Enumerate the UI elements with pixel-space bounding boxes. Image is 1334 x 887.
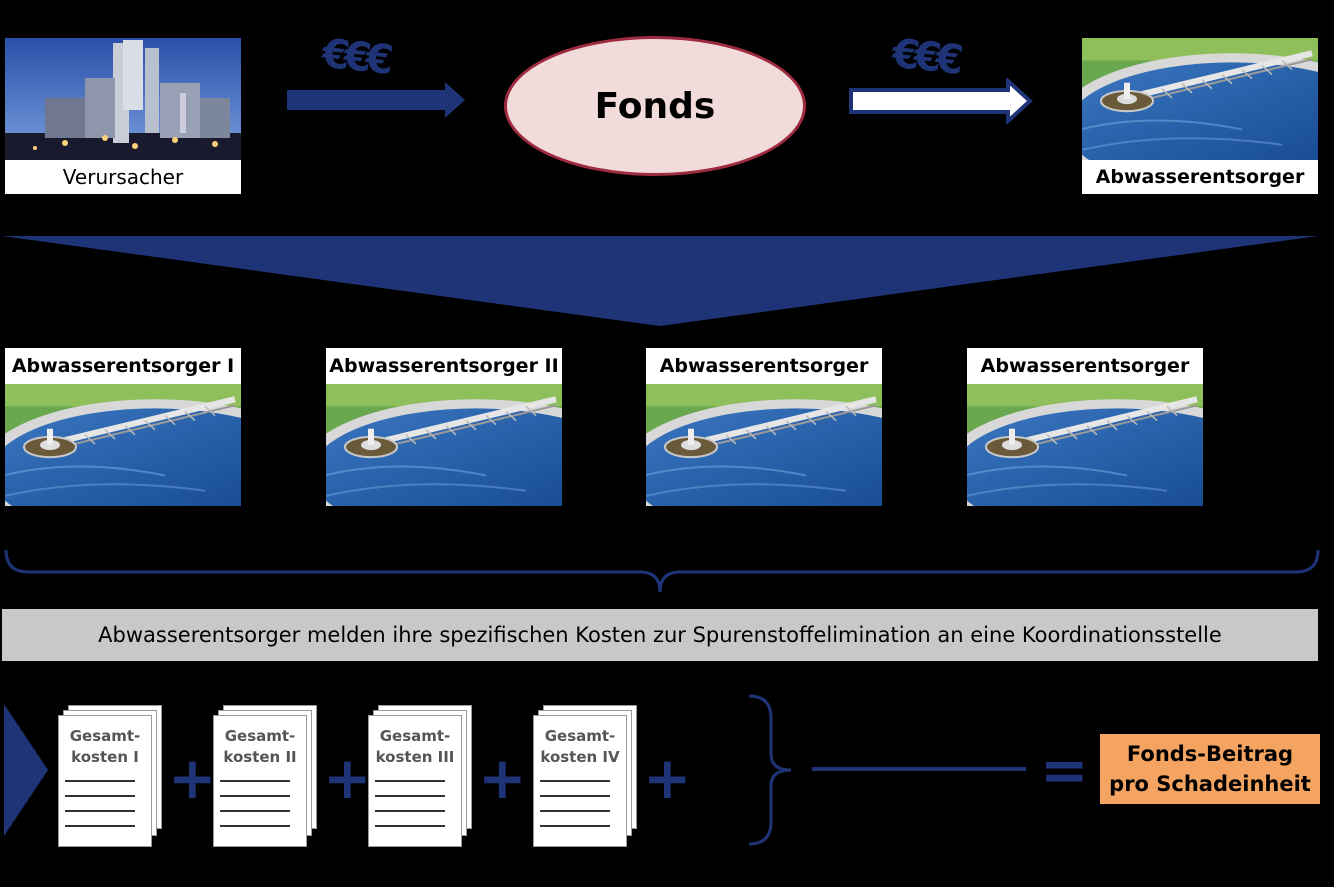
- plant-label-2: Abwasserentsorger II: [326, 348, 562, 384]
- document-title-line1: Gesamt-: [69, 727, 141, 745]
- cost-document-3: Gesamt- kosten III: [368, 705, 472, 847]
- arrow-right-outline-icon: [849, 78, 1033, 124]
- fund-label: Fonds: [594, 85, 716, 127]
- cost-document-2: Gesamt- kosten II: [213, 705, 317, 847]
- result-line1: Fonds-Beitrag: [1126, 742, 1294, 766]
- document-title-line2: kosten III: [375, 748, 455, 766]
- document-title-line2: kosten I: [71, 748, 139, 766]
- plus-icon: +: [478, 744, 527, 812]
- plant-label-3: Abwasserentsorger III: [646, 348, 882, 413]
- document-title-line1: Gesamt-: [224, 727, 296, 745]
- arrow-right-icon: [287, 82, 465, 118]
- grouping-brace-horizontal: [4, 549, 1320, 593]
- treatment-plant-image: [1082, 38, 1318, 160]
- target-label: Abwasserentsorger: [1082, 160, 1318, 194]
- connector-line: [812, 767, 1026, 771]
- result-line2: pro Schadeinheit: [1109, 772, 1311, 796]
- plus-icon: +: [643, 744, 692, 812]
- plant-image-4: [967, 384, 1203, 506]
- document-title-line1: Gesamt-: [544, 727, 616, 745]
- distribution-funnel: [2, 236, 1318, 326]
- cost-document-4: Gesamt- kosten IV: [533, 705, 637, 847]
- document-title-line2: kosten IV: [540, 748, 620, 766]
- plus-icon: +: [168, 744, 217, 812]
- factory-image: [5, 38, 241, 160]
- equals-icon: =: [1040, 736, 1089, 804]
- document-title-line1: Gesamt-: [379, 727, 451, 745]
- plant-image-2: [326, 384, 562, 506]
- plant-label-1: Abwasserentsorger I: [5, 348, 241, 384]
- money-label-left: €€€: [319, 30, 390, 84]
- report-bar-text: Abwasserentsorger melden ihre spezifisch…: [98, 623, 1222, 647]
- result-box: Fonds-Beitrag pro Schadeinheit: [1100, 734, 1320, 804]
- source-label: Verursacher: [5, 160, 241, 194]
- plant-image-3: [646, 384, 882, 506]
- plus-icon: +: [323, 744, 372, 812]
- fund-ellipse: Fonds: [504, 36, 806, 176]
- left-pointer-icon: [4, 704, 48, 836]
- plant-label-4: Abwasserentsorger VI: [967, 348, 1203, 413]
- report-bar: Abwasserentsorger melden ihre spezifisch…: [2, 609, 1318, 661]
- cost-document-1: Gesamt- kosten I: [58, 705, 162, 847]
- plant-image-1: [5, 384, 241, 506]
- grouping-brace-vertical: [748, 694, 792, 846]
- money-label-right: €€€: [889, 30, 960, 84]
- document-title-line2: kosten II: [223, 748, 297, 766]
